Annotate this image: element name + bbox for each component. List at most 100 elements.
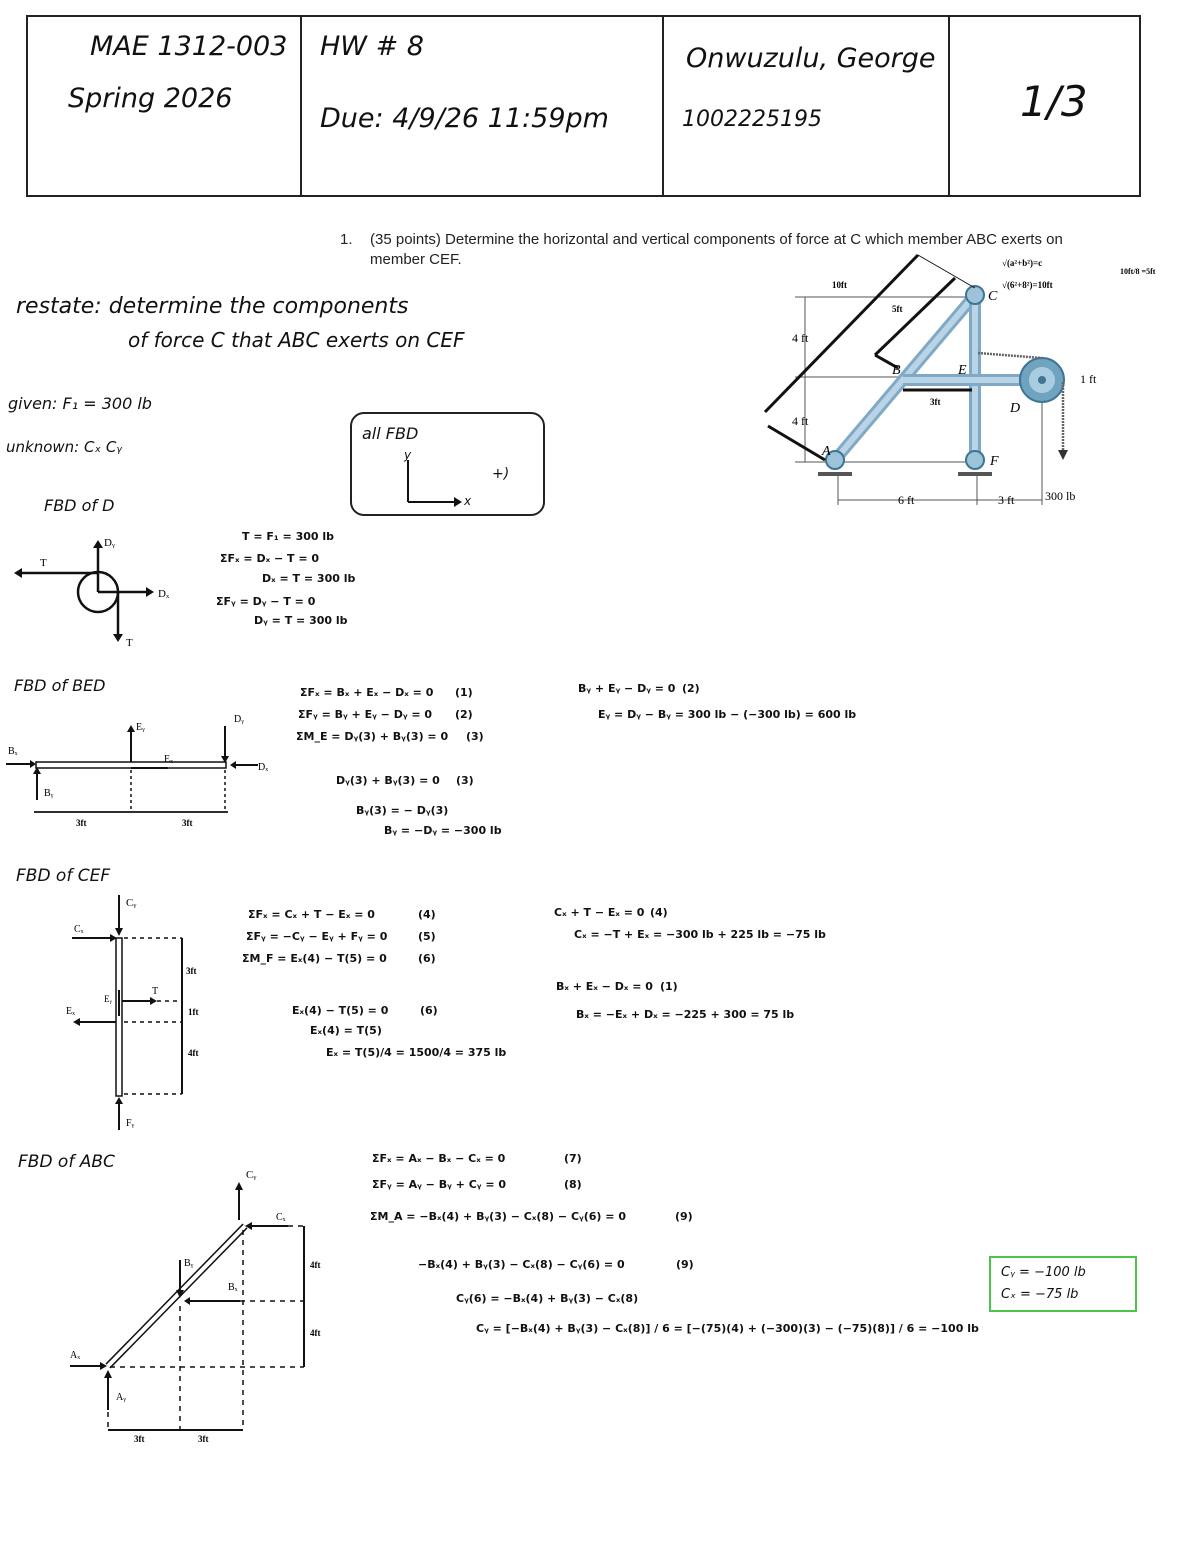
label-F: F <box>989 454 999 469</box>
load-arrow <box>1058 450 1068 460</box>
fbd-bed-dim-2: 3ft <box>182 818 193 828</box>
fbd-d-eq-2: ΣFₓ = Dₓ − T = 0 <box>220 552 320 565</box>
pin-A <box>825 450 845 470</box>
student-id: 1002225195 <box>682 107 822 132</box>
fbd-cef-solve-3: Eₓ = T(5)/4 = 1500/4 = 375 lb <box>326 1046 507 1059</box>
header-hw-cell: HW # 8 Due: 4/9/26 11:59pm <box>302 17 664 195</box>
fbd-bed-label-ey: Eᵧ <box>136 722 145 733</box>
fbd-bed-solve-1: Dᵧ(3) + Bᵧ(3) = 0(3) <box>336 774 474 787</box>
fbd-bed-solve-3: Bᵧ = −Dᵧ = −300 lb <box>384 824 502 837</box>
dim-lower-height: 4 ft <box>792 414 809 428</box>
problem-statement: 1. (35 points) Determine the horizontal … <box>340 230 1100 270</box>
fbd-abc-eq-3: ΣM_A = −Bₓ(4) + Bᵧ(3) − Cₓ(8) − Cᵧ(6) = … <box>370 1210 693 1223</box>
pulley-D <box>1019 357 1065 403</box>
student-name: Onwuzulu, George <box>686 43 936 74</box>
fbd-abc-diagram: Cᵧ Cₓ Bᵧ Bₓ Aₓ Aᵧ 4ft 4ft 3ft 3ft <box>70 1169 321 1444</box>
fbd-cef-diagram: Cᵧ Cₓ T Eₓ Eᵧ Fᵧ 3ft 1ft 4ft <box>66 895 199 1130</box>
axes-box-title: all FBD <box>362 424 419 443</box>
fbd-abc-solve-1: −Bₓ(4) + Bᵧ(3) − Cₓ(8) − Cᵧ(6) = 0(9) <box>418 1258 694 1271</box>
fbd-d-label-t: T <box>40 557 47 569</box>
fbd-abc-label-cy: Cᵧ <box>246 1169 256 1181</box>
fbd-d-title: FBD of D <box>44 496 115 515</box>
ground-F <box>958 472 992 476</box>
frame-figure: C B E D A F 4 ft 4 ft 6 ft 3 ft 1 ft 300… <box>763 253 1156 507</box>
fbd-cef-title: FBD of CEF <box>16 866 111 886</box>
fbd-bed-diagram: Bₓ Bᵧ Eᵧ Eₓ Dᵧ Dₓ 3ft 3ft <box>6 714 268 828</box>
problem-number: 1. <box>340 231 353 248</box>
fbd-bed-label-ex: Eₓ <box>164 754 173 765</box>
fbd-d-label-dy: Dᵧ <box>104 537 115 549</box>
dim-span-fd: 3 ft <box>998 493 1015 507</box>
homework-number: HW # 8 <box>320 31 424 62</box>
annotation-ac-length: 10ft <box>832 280 847 290</box>
axes-convention-box: all FBD y x +) <box>350 412 545 516</box>
fbd-d-eq-5: Dᵧ = T = 300 lb <box>254 614 348 627</box>
fbd-bed-eq-2: ΣFᵧ = Bᵧ + Eᵧ − Dᵧ = 0(2) <box>298 708 473 721</box>
fbd-cef-label-t: T <box>152 986 158 997</box>
semester: Spring 2026 <box>68 83 233 114</box>
fbd-bed-dim-1: 3ft <box>76 818 87 828</box>
label-A: A <box>821 444 831 459</box>
annotation-pythag-2: √(6²+8²)=10ft <box>1002 280 1053 290</box>
fbd-abc-dim-w2: 3ft <box>198 1434 209 1444</box>
restate-line-1: restate: determine the components <box>16 294 409 319</box>
fbd-bed-solve-2: Bᵧ(3) = − Dᵧ(3) <box>356 804 449 817</box>
page-number: 1/3 <box>1020 77 1088 126</box>
fbd-cef-label-ex: Eₓ <box>66 1006 75 1017</box>
fbd-d-eq-4: ΣFᵧ = Dᵧ − T = 0 <box>216 595 316 608</box>
fbd-abc-label-cx: Cₓ <box>276 1212 286 1223</box>
annotation-bc-length: 5ft <box>892 304 903 314</box>
fbd-bed-right-2: Eᵧ = Dᵧ − Bᵧ = 300 lb − (−300 lb) = 600 … <box>598 708 857 721</box>
fbd-bed-label-dy: Dᵧ <box>234 714 244 725</box>
fbd-abc-label-ax: Aₓ <box>70 1350 80 1361</box>
annotation-be-length: 3ft <box>930 397 941 407</box>
dim-pulley-radius: 1 ft <box>1080 372 1097 386</box>
fbd-cef-solve-1: Eₓ(4) − T(5) = 0(6) <box>292 1004 438 1017</box>
fbd-abc-label-ay: Aᵧ <box>116 1392 126 1403</box>
fbd-cef-dim-2: 1ft <box>188 1007 199 1017</box>
cable <box>977 351 1065 455</box>
header-course-cell: MAE 1312-003 Spring 2026 <box>28 17 302 195</box>
fbd-bed-eq-3: ΣM_E = Dᵧ(3) + Bᵧ(3) = 0(3) <box>296 730 484 743</box>
fbd-abc-title: FBD of ABC <box>18 1152 115 1172</box>
moment-convention-icon: +) <box>492 466 510 482</box>
course-code: MAE 1312-003 <box>90 31 288 62</box>
fbd-cef-label-ey: Eᵧ <box>104 994 112 1005</box>
annotation-pythag-1: √(a²+b²)=c <box>1002 258 1042 268</box>
answer-cy: Cᵧ = −100 lb <box>1001 1265 1086 1280</box>
header-page-cell: 1/3 <box>950 17 1139 195</box>
restate-line-2: of force C that ABC exerts on CEF <box>128 328 465 352</box>
dim-upper-height: 4 ft <box>792 331 809 345</box>
fbd-d-label-t-down: T <box>126 637 133 649</box>
fbd-abc-label-by: Bᵧ <box>184 1258 194 1269</box>
axis-y-label: y <box>404 448 412 462</box>
fbd-abc-solve-3: Cᵧ = [−Bₓ(4) + Bᵧ(3) − Cₓ(8)] / 6 = [−(7… <box>476 1322 979 1335</box>
label-D: D <box>1009 401 1020 416</box>
label-C: C <box>988 289 998 304</box>
ground-A <box>818 472 852 476</box>
fbd-cef-label-cy: Cᵧ <box>126 897 136 909</box>
fbd-bed-label-dx: Dₓ <box>258 762 268 773</box>
fbd-bed-right-1: Bᵧ + Eᵧ − Dᵧ = 0(2) <box>578 682 700 695</box>
fbd-cef-eq-1: ΣFₓ = Cₓ + T − Eₓ = 0(4) <box>248 908 436 921</box>
load-label: 300 lb <box>1045 489 1075 503</box>
fbd-abc-eq-1: ΣFₓ = Aₓ − Bₓ − Cₓ = 0(7) <box>372 1152 582 1165</box>
axes-icon <box>407 460 462 507</box>
fbd-cef-label-cx: Cₓ <box>74 924 84 935</box>
fbd-d-diagram: T Dᵧ Dₓ T <box>14 537 170 649</box>
label-E: E <box>957 363 967 378</box>
fbd-bed-eq-1: ΣFₓ = Bₓ + Eₓ − Dₓ = 0(1) <box>300 686 473 699</box>
answer-cx: Cₓ = −75 lb <box>1001 1287 1079 1302</box>
fbd-cef-dim-1: 3ft <box>186 966 197 976</box>
fbd-abc-solve-2: Cᵧ(6) = −Bₓ(4) + Bᵧ(3) − Cₓ(8) <box>456 1292 639 1305</box>
fbd-cef-eq-2: ΣFᵧ = −Cᵧ − Eᵧ + Fᵧ = 0(5) <box>246 930 436 943</box>
fbd-cef-right-3: Bₓ + Eₓ − Dₓ = 0(1) <box>556 980 678 993</box>
fbd-d-label-dx: Dₓ <box>158 588 170 600</box>
fbd-abc-eq-2: ΣFᵧ = Aᵧ − Bᵧ + Cᵧ = 0(8) <box>372 1178 582 1191</box>
axis-x-label: x <box>464 494 472 508</box>
fbd-bed-label-by: Bᵧ <box>44 788 54 799</box>
fbd-cef-right-4: Bₓ = −Eₓ + Dₓ = −225 + 300 = 75 lb <box>576 1008 795 1021</box>
unknown-line: unknown: Cₓ Cᵧ <box>6 438 122 456</box>
fbd-cef-right-2: Cₓ = −T + Eₓ = −300 lb + 225 lb = −75 lb <box>574 928 826 941</box>
pin-C <box>965 285 985 305</box>
